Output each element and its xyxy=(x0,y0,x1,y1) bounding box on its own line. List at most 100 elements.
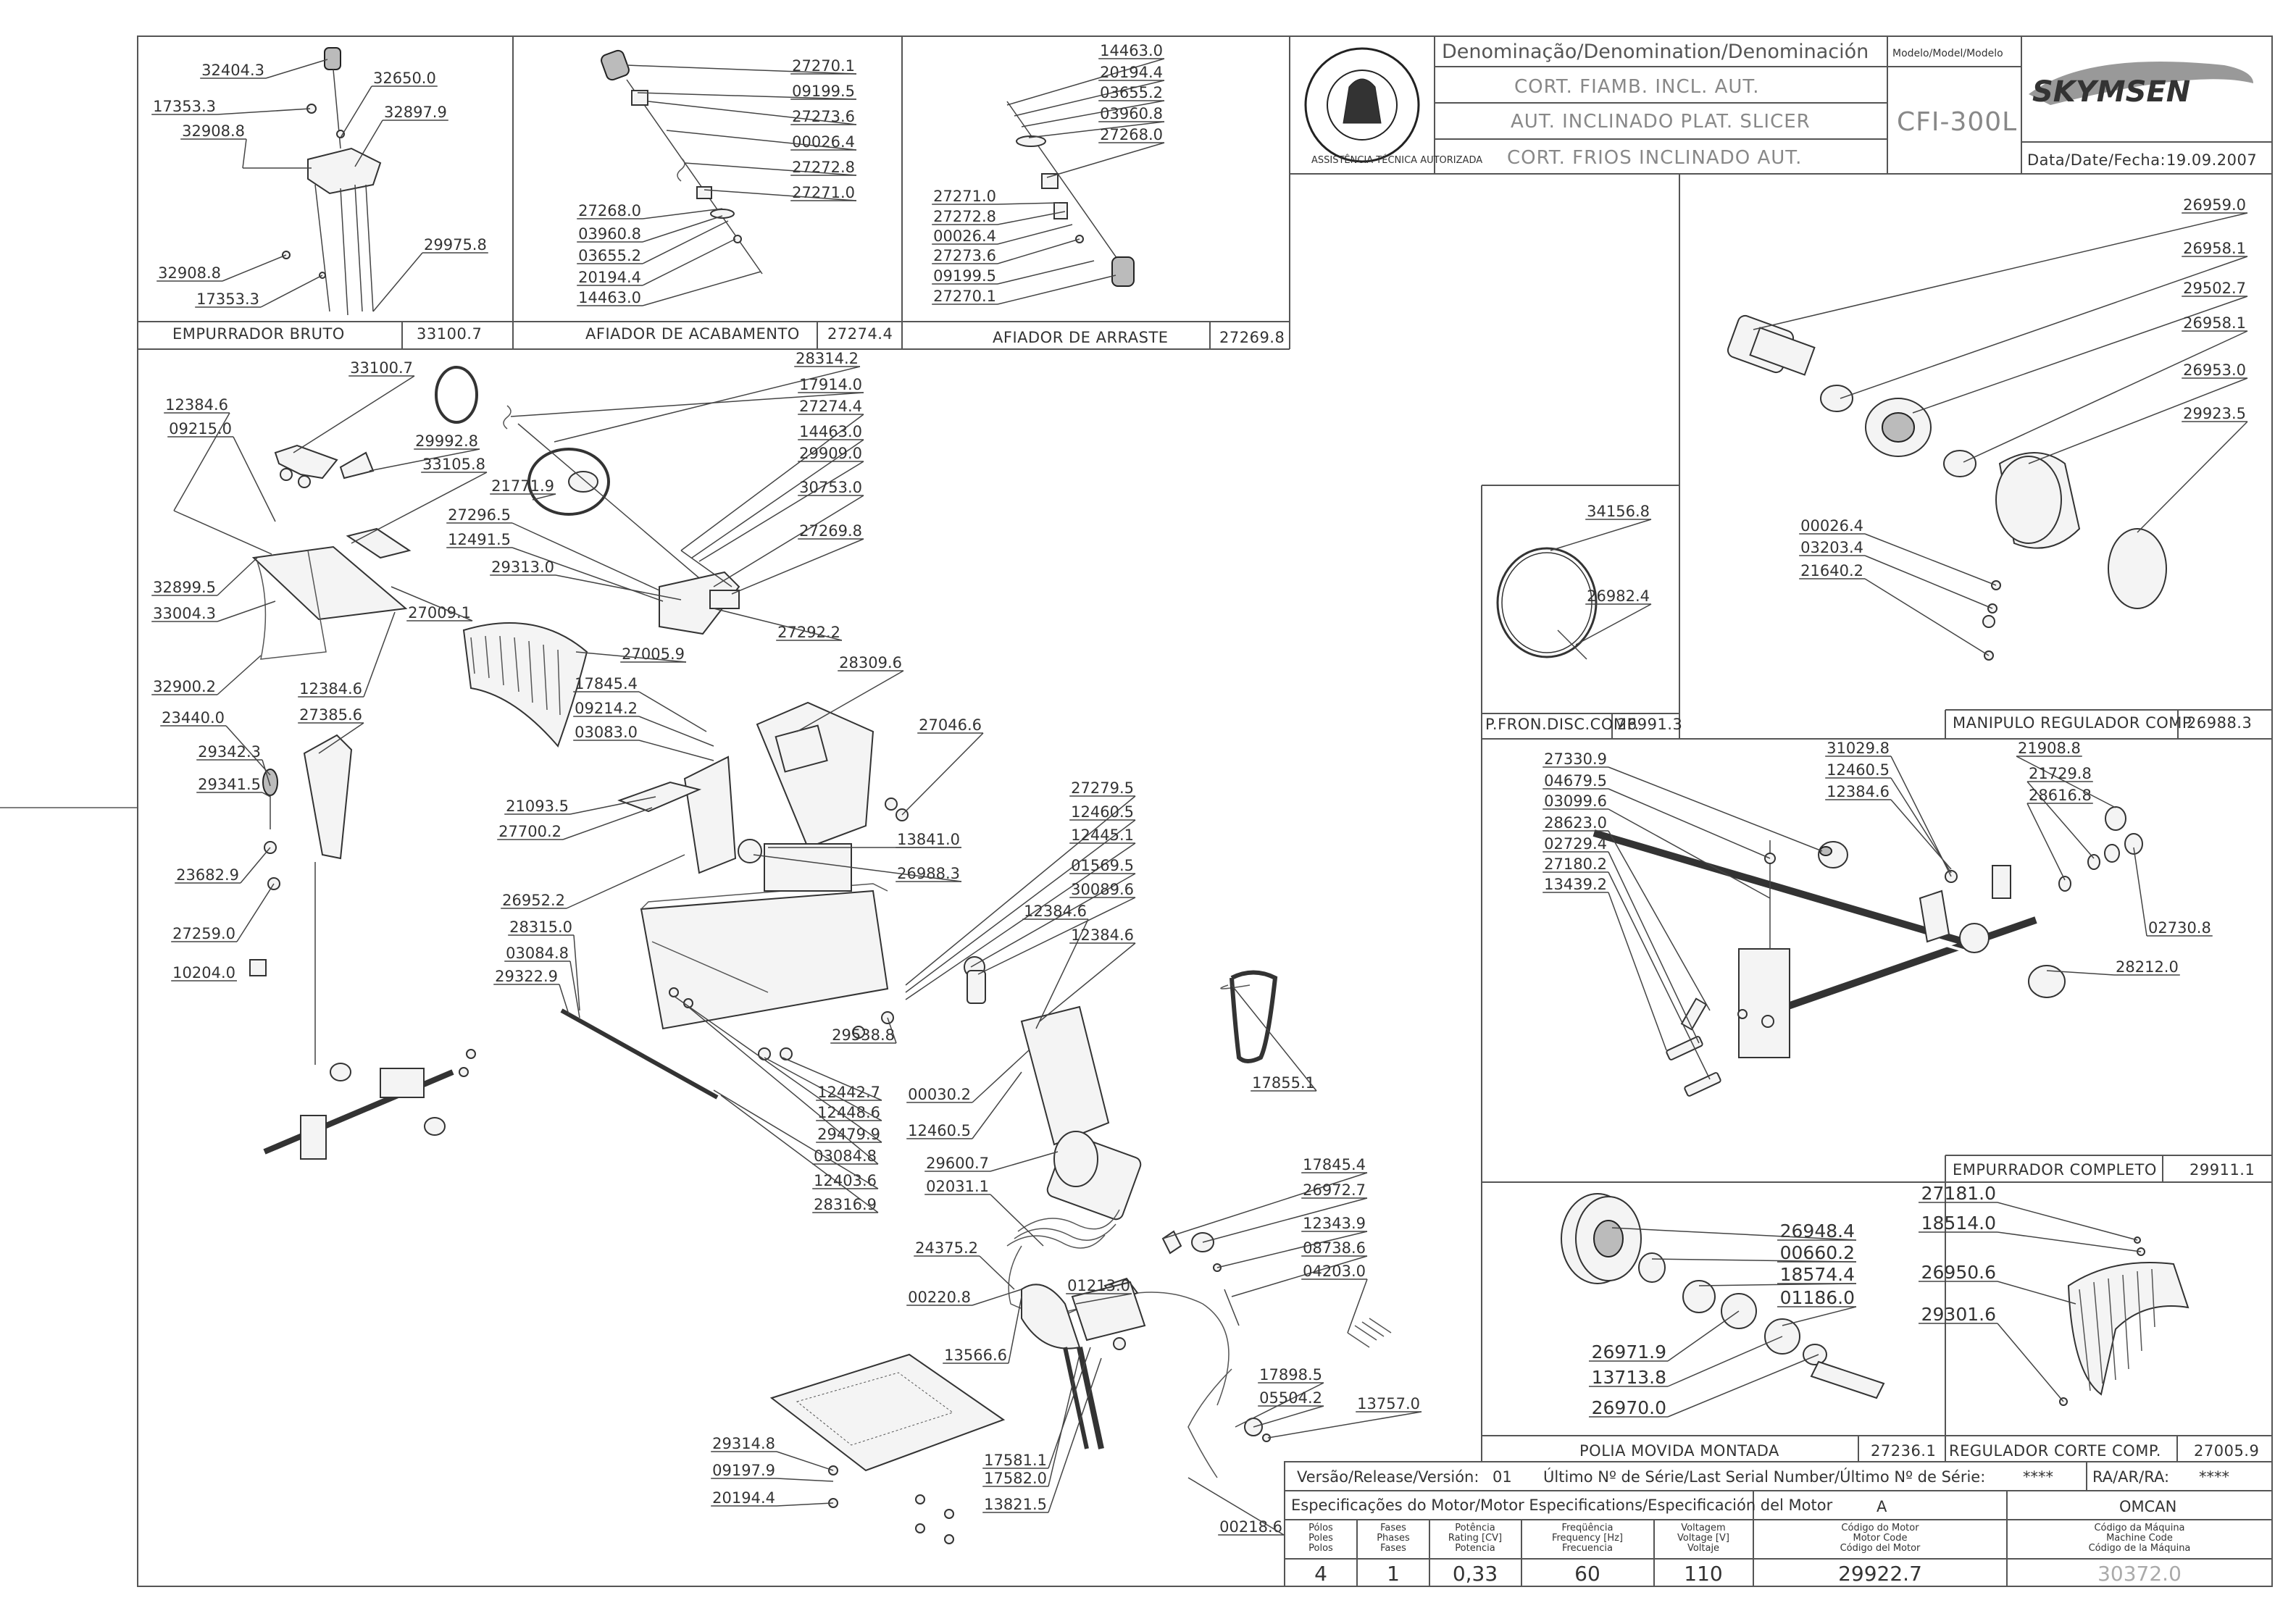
part-callout: 17353.3 xyxy=(151,98,311,115)
svg-text:27271.0: 27271.0 xyxy=(933,188,996,205)
part-callout: 26971.9 xyxy=(1589,1310,1740,1363)
part-callout: 21771.9 xyxy=(490,477,556,501)
svg-text:02729.4: 02729.4 xyxy=(1544,835,1607,853)
part-callout: 21729.8 xyxy=(2026,765,2095,859)
motor-spec-value: 30372.0 xyxy=(2097,1562,2182,1586)
svg-text:21640.2: 21640.2 xyxy=(1800,562,1863,579)
part-callout: 21640.2 xyxy=(1799,562,1990,656)
svg-text:03655.2: 03655.2 xyxy=(578,247,641,264)
description-es: CORT. FRIOS INCLINADO AUT. xyxy=(1507,147,1802,169)
assembly-name-manipulo: MANIPULO REGULADOR COMP. xyxy=(1953,714,2195,732)
assembly-name-polia: POLIA MOVIDA MONTADA xyxy=(1579,1442,1779,1460)
part-callout: 34156.8 xyxy=(1550,503,1652,551)
part-callout: 18514.0 xyxy=(1919,1213,2142,1252)
svg-text:27268.0: 27268.0 xyxy=(1100,126,1163,143)
svg-text:12384.6: 12384.6 xyxy=(165,396,228,414)
svg-text:03960.8: 03960.8 xyxy=(1100,105,1163,122)
svg-text:20194.4: 20194.4 xyxy=(712,1489,775,1507)
svg-text:28316.9: 28316.9 xyxy=(814,1196,877,1213)
svg-text:27273.6: 27273.6 xyxy=(792,108,855,125)
svg-text:33004.3: 33004.3 xyxy=(153,605,216,622)
svg-text:00026.4: 00026.4 xyxy=(792,133,855,151)
assembly-code-manipulo: 26988.3 xyxy=(2187,714,2252,732)
svg-text:20194.4: 20194.4 xyxy=(578,269,641,286)
svg-text:01186.0: 01186.0 xyxy=(1780,1287,1855,1308)
svg-text:13821.5: 13821.5 xyxy=(984,1496,1047,1513)
part-callout: 26958.1 xyxy=(1963,314,2248,463)
brand-swoosh-icon xyxy=(2029,62,2253,105)
part-callout: 29341.5 xyxy=(196,776,271,798)
part-callout: 27259.0 xyxy=(171,883,275,942)
motor-spec-label: Voltagem xyxy=(1681,1523,1725,1533)
part-callout: 32900.2 xyxy=(151,655,262,695)
part-callout: 12343.9 xyxy=(1216,1215,1368,1268)
svg-text:09215.0: 09215.0 xyxy=(169,420,232,438)
part-callout: 00660.2 xyxy=(1651,1242,1857,1263)
part-callout: 27046.6 xyxy=(901,716,984,816)
part-callout: 17582.0 xyxy=(982,1354,1080,1487)
part-callout: 29975.8 xyxy=(372,236,488,312)
assembly-name-afiador-acabamento: AFIADOR DE ACABAMENTO xyxy=(585,325,800,343)
part-callout: 10204.0 xyxy=(171,964,237,981)
assembly-code-empurrador-completo: 29911.1 xyxy=(2189,1161,2255,1179)
part-callout: 12448.6 xyxy=(764,1057,882,1121)
version-label: Versão/Release/Versión: xyxy=(1297,1468,1479,1486)
motor-spec-value: 110 xyxy=(1684,1562,1722,1586)
ra-value: **** xyxy=(2199,1468,2229,1486)
part-callout: 13757.0 xyxy=(1267,1395,1422,1439)
part-callout: 29600.7 xyxy=(924,1151,1059,1172)
part-callout: 32404.3 xyxy=(200,59,328,79)
svg-text:29314.8: 29314.8 xyxy=(712,1435,775,1452)
part-callout: 02730.8 xyxy=(2133,847,2213,937)
part-callout: 26950.6 xyxy=(1919,1262,2076,1305)
svg-text:12384.6: 12384.6 xyxy=(1827,783,1890,800)
svg-text:29975.8: 29975.8 xyxy=(424,236,487,254)
svg-text:03203.4: 03203.4 xyxy=(1800,539,1863,556)
motor-spec-value: 60 xyxy=(1574,1562,1600,1586)
assembly-code-empurrador-bruto: 33100.7 xyxy=(417,325,482,343)
drawing-regulador xyxy=(2059,1236,2189,1406)
part-callout: 14463.0 xyxy=(1006,42,1165,106)
svg-text:26958.1: 26958.1 xyxy=(2183,240,2246,257)
part-callout: 32908.8 xyxy=(180,122,247,169)
part-callout: 12384.6 xyxy=(298,611,396,698)
svg-text:12384.6: 12384.6 xyxy=(1071,926,1134,944)
svg-text:21771.9: 21771.9 xyxy=(491,477,554,495)
version-value: 01 xyxy=(1493,1468,1512,1486)
date-value: 19.09.2007 xyxy=(2166,151,2257,169)
part-callout: 27005.9 xyxy=(575,645,687,663)
part-callout: 27273.6 xyxy=(932,238,1080,264)
description-pt: CORT. FIAMB. INCL. AUT. xyxy=(1514,76,1760,98)
part-callout: 29909.0 xyxy=(698,445,864,562)
part-callout: 09199.5 xyxy=(932,260,1095,285)
svg-text:21093.5: 21093.5 xyxy=(506,798,569,815)
part-callout: 12445.1 xyxy=(905,826,1136,1000)
model-value: CFI-300L xyxy=(1897,107,2017,137)
motor-spec-value: 1 xyxy=(1387,1562,1400,1586)
assembly-name-pfron: P.FRON.DISC.COMP. xyxy=(1485,716,1640,733)
motor-spec-label: Código de la Máquina xyxy=(2089,1543,2191,1554)
part-callout: 04679.5 xyxy=(1543,772,1771,859)
motor-spec-label: Fases xyxy=(1380,1543,1406,1554)
svg-text:27005.9: 27005.9 xyxy=(622,645,685,663)
part-callout: 12384.6 xyxy=(1039,926,1136,1022)
svg-text:27269.8: 27269.8 xyxy=(799,522,862,540)
assembly-name-empurrador-bruto: EMPURRADOR BRUTO xyxy=(172,325,345,343)
part-callout: 18574.4 xyxy=(1698,1264,1857,1286)
part-callout: 29923.5 xyxy=(2137,405,2248,533)
drawing-afiador-arraste xyxy=(1006,101,1135,287)
motor-spec-label: Machine Code xyxy=(2106,1533,2173,1544)
drawing-manipulo xyxy=(1727,314,2167,661)
part-callout: 27268.0 xyxy=(1046,126,1165,178)
svg-text:27330.9: 27330.9 xyxy=(1544,750,1607,768)
svg-text:09197.9: 09197.9 xyxy=(712,1462,775,1479)
part-callout: 28212.0 xyxy=(2046,958,2180,976)
svg-text:28309.6: 28309.6 xyxy=(839,654,902,671)
part-callout: 17855.1 xyxy=(1231,984,1317,1092)
part-callout: 13713.8 xyxy=(1589,1336,1783,1388)
part-callout: 12460.5 xyxy=(1825,761,1952,874)
part-callout: 00026.4 xyxy=(666,130,857,151)
assembly-name-empurrador-completo: EMPURRADOR COMPLETO xyxy=(1953,1161,2157,1179)
part-callout: 26953.0 xyxy=(2028,361,2248,464)
part-callout: 27292.2 xyxy=(713,608,843,641)
